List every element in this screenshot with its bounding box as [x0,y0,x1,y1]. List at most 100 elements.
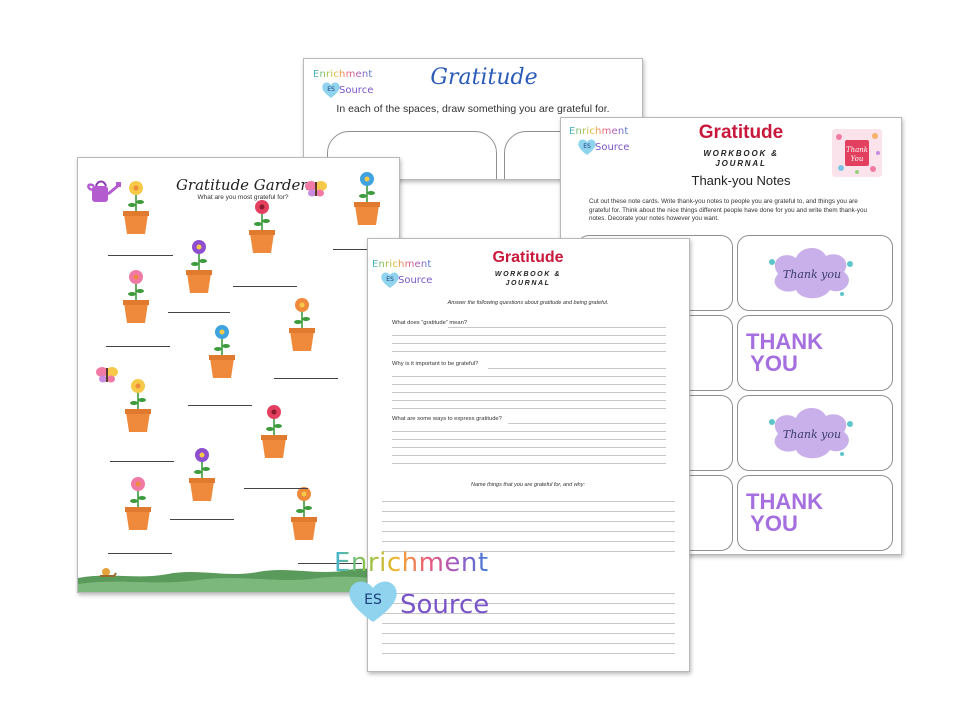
writing-line [382,633,675,634]
answer-line [170,519,234,520]
heart-icon: ES [381,272,399,288]
answer-line [298,563,362,564]
answer-line [244,488,308,489]
writing-line [382,623,675,624]
flower-pot [124,477,152,531]
writing-line [392,439,666,440]
answer-line [108,255,173,256]
grass-strip [78,568,399,592]
flower-pot [288,298,316,352]
question-text: What does “gratitude” mean? [392,320,468,326]
butterfly-icon [96,367,118,383]
logo-small: Enrichment ES Source [372,259,432,293]
writing-line [382,613,675,614]
watering-can-icon [87,180,121,202]
flower-pot [260,405,288,459]
answer-line [110,461,174,462]
card-label: Thank you [783,268,841,281]
note-card: THANK YOU [737,315,893,391]
journal-questions-page: Enrichment ES Source Gratitude WORKBOOK … [367,238,690,672]
logo-small: Enrichment ES Source [313,69,373,103]
subtitle-line-1: WORKBOOK & [703,149,779,158]
flower-pot [208,325,236,379]
answer-line [106,346,170,347]
writing-line [392,447,666,448]
gratitude-garden-page: Gratitude Garden What are you most grate… [77,157,400,593]
note-card: Thank you [737,235,893,311]
thank-you-cloud-art: Thank you [769,247,853,299]
brand-word-enrichment: Enrichment [372,259,432,270]
sticker-text: Thank [846,146,868,154]
writing-line [382,541,675,542]
instructions-paragraph: Cut out these note cards. Write thank-yo… [589,198,868,223]
brand-word-enrichment: Enrichment [569,126,629,137]
brand-word-enrichment: Enrichment [313,69,373,80]
writing-line [382,511,675,512]
answer-line [188,405,252,406]
flower-pot [122,270,150,324]
flower-pot [124,379,152,433]
garden-flowers [78,172,399,592]
writing-line [508,423,666,424]
brand-word-source: Source [400,590,490,620]
writing-line [392,384,666,385]
heart-icon: ES [578,139,596,155]
writing-line [382,531,675,532]
answer-line [233,286,297,287]
instruction-text: In each of the spaces, draw something yo… [336,103,610,115]
brand-word-source: Source [398,275,433,286]
butterfly-icon [305,181,327,197]
subtitle-line-2: JOURNAL [505,280,551,287]
writing-line [392,431,666,432]
writing-line [382,521,675,522]
writing-line [392,408,666,409]
page-subtitle: What are you most grateful for? [197,194,289,201]
writing-line [392,335,666,336]
page-title: Gratitude [492,249,564,266]
writing-line [382,501,675,502]
writing-line [392,343,666,344]
writing-line [382,603,675,604]
page-title: Gratitude Garden [175,176,311,194]
snail-icon [100,568,117,577]
heart-icon: ES [322,82,340,98]
prompt-text: Name things that you are grateful for, a… [470,482,586,488]
answer-line [168,312,230,313]
page-title: Gratitude [430,65,538,90]
section-heading: Thank-you Notes [691,173,791,188]
card-label: THANK YOU [746,489,823,536]
intro-text: Answer the following questions about gra… [447,300,609,306]
writing-line [392,463,666,464]
page-title: Gratitude [698,122,784,143]
question-text: Why is it important to be grateful? [392,361,479,367]
brand-logo: Enrichment ES Source [334,548,494,630]
writing-line [488,368,666,369]
logo-small: Enrichment ES Source [569,126,629,160]
heart-icon [349,581,397,622]
note-card: THANK YOU [737,475,893,551]
svg-text:ES: ES [386,276,394,283]
flower-pot [290,487,318,541]
card-label: THANK YOU [746,329,823,376]
flower-pot [353,172,381,226]
writing-line [392,400,666,401]
sticker-text: You [851,155,864,163]
writing-line [392,351,666,352]
brand-word-enrichment: Enrichment [334,548,489,578]
writing-line [392,392,666,393]
brand-word-source: Source [339,85,374,96]
brand-word-source: Source [595,142,630,153]
writing-line [382,653,675,654]
flower-pot [188,448,216,502]
subtitle-line-1: WORKBOOK & [494,271,562,278]
subtitle-line-2: JOURNAL [715,159,767,168]
answer-line [333,249,373,250]
writing-line [382,643,675,644]
svg-text:ES: ES [583,143,591,150]
writing-line [382,551,675,552]
svg-text:ES: ES [327,86,335,93]
writing-line [382,593,675,594]
thank-you-sticker-image: Thank You [832,129,882,177]
flower-pot [185,240,213,294]
writing-line [392,376,666,377]
